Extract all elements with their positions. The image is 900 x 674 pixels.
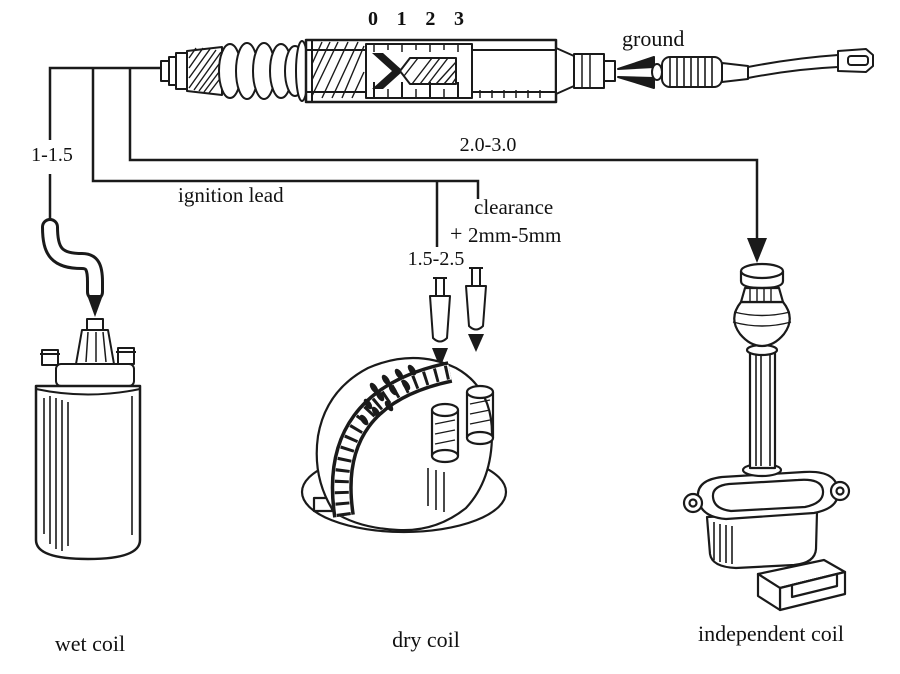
down-arrow-wet-coil xyxy=(87,295,103,317)
tester-right-end xyxy=(555,47,616,95)
scale-number-1: 1 xyxy=(396,8,407,30)
wet-coil-gap-label: 1-1.5 xyxy=(31,144,73,166)
dry-coil-slots xyxy=(359,364,417,426)
coil-head-body xyxy=(705,510,819,570)
plug-boot-right xyxy=(465,267,487,331)
clearance-label: clearance xyxy=(474,195,554,219)
probe-plug xyxy=(837,48,874,73)
tester-scale-ticks xyxy=(366,44,541,99)
ground-probe-illustration xyxy=(617,48,874,89)
down-arrow-independent-coil xyxy=(747,238,767,263)
coil-terminal-bolts xyxy=(40,347,136,366)
connector-lines xyxy=(48,66,759,247)
spark-tester-illustration xyxy=(160,38,616,104)
tester-terminal xyxy=(160,52,188,90)
dry-coil-plug-boots xyxy=(429,267,487,368)
tester-boot-ribs xyxy=(218,40,309,102)
electrode-chevron xyxy=(372,53,403,89)
dry-coil-caption: dry coil xyxy=(392,627,460,652)
plus-sign: + xyxy=(450,221,463,246)
coil-stem xyxy=(732,262,792,478)
tester-scale-numbers: 0 1 2 3 xyxy=(360,8,472,30)
dry-coil-tower-right xyxy=(465,384,495,446)
wet-coil-illustration xyxy=(34,218,142,561)
ignition-lead-label: ignition lead xyxy=(178,183,284,207)
dry-coil-illustration xyxy=(300,356,508,534)
wet-coil-caption: wet coil xyxy=(54,631,126,656)
elbow-boot xyxy=(41,218,104,301)
mount-ears xyxy=(682,480,851,514)
coil-connector xyxy=(756,558,847,612)
independent-coil-illustration xyxy=(682,262,851,612)
clearance-value-label: 2mm-5mm xyxy=(468,223,562,247)
scale-number-2: 2 xyxy=(425,8,436,30)
electrode-rod xyxy=(399,57,457,85)
plug-boot-left xyxy=(429,277,451,343)
scale-number-3: 3 xyxy=(453,8,464,30)
ground-label: ground xyxy=(622,26,685,51)
down-arrow-dry-right xyxy=(468,334,484,352)
probe-wire xyxy=(747,54,839,79)
tester-spring xyxy=(186,46,223,96)
coil-mount-plate xyxy=(696,470,840,521)
scale-number-0: 0 xyxy=(368,8,378,30)
independent-coil-caption: independent coil xyxy=(697,621,844,646)
tester-body-detail xyxy=(306,40,556,102)
dry-coil-tower-left xyxy=(430,402,460,464)
alligator-clip-jaw-top xyxy=(617,56,655,70)
wet-coil-body xyxy=(34,384,142,561)
down-arrow-dry-left xyxy=(432,348,448,368)
dry-coil-gap-label: 1.5-2.5 xyxy=(407,248,465,270)
alligator-clip-jaw-bottom xyxy=(617,76,655,89)
independent-coil-gap-label: 2.0-3.0 xyxy=(459,134,517,156)
